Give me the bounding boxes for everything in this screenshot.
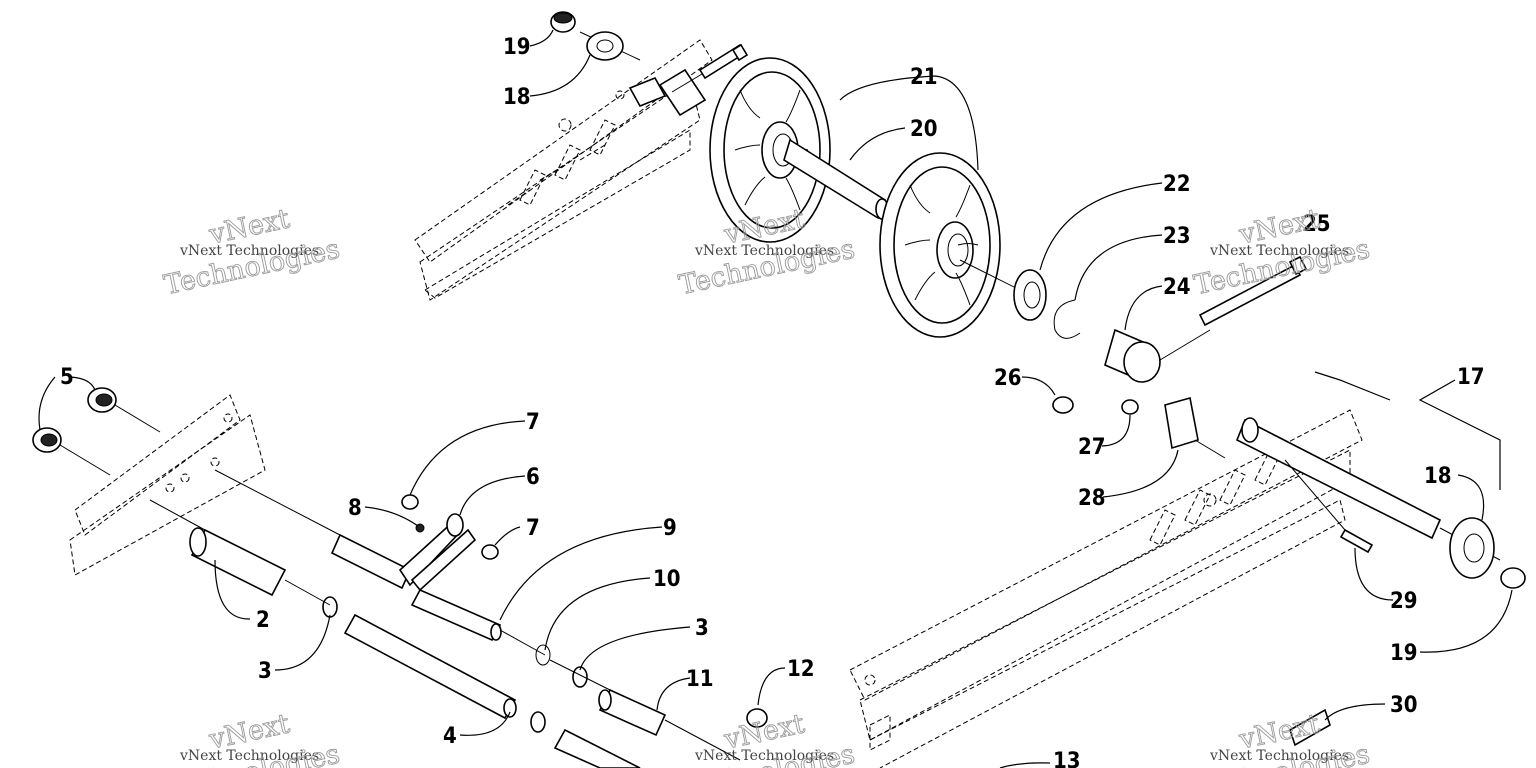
nut-19-top	[550, 11, 576, 33]
hub-18-right	[1449, 517, 1495, 579]
callout-19-right: 19	[1390, 641, 1418, 666]
callout-28: 28	[1078, 486, 1106, 511]
bearing-22	[1013, 269, 1047, 321]
callout-18-right: 18	[1424, 464, 1452, 489]
callout-20: 20	[910, 117, 938, 142]
callout-11: 11	[686, 667, 714, 692]
washer-7-right	[481, 544, 499, 560]
nut-12	[746, 708, 768, 728]
spacer-11	[598, 688, 667, 737]
watermark-6: vNext vNext Technologies Technologies	[1191, 708, 1373, 768]
spacer-2	[189, 527, 287, 597]
callout-8: 8	[348, 496, 362, 521]
washer-3a	[322, 596, 338, 618]
lower-left-rail	[69, 394, 266, 576]
callout-21: 21	[910, 65, 938, 90]
ring-10	[535, 644, 551, 666]
callout-17: 17	[1457, 365, 1485, 390]
callout-24: 24	[1163, 275, 1191, 300]
callout-29: 29	[1390, 589, 1418, 614]
callout-12: 12	[787, 657, 815, 682]
bolt-25	[1198, 255, 1308, 327]
watermark-4: vNext vNext Technologies Technologies	[161, 708, 343, 768]
callout-23: 23	[1163, 224, 1191, 249]
callout-6: 6	[526, 465, 540, 490]
watermark-6-small: vNext Technologies	[1209, 748, 1349, 764]
callout-30: 30	[1390, 693, 1418, 718]
snap-ring-23	[1053, 299, 1081, 339]
callout-25: 25	[1303, 212, 1331, 237]
cap-24	[1104, 328, 1211, 383]
callout-13: 13	[1053, 749, 1081, 768]
callout-7-top: 7	[526, 410, 540, 435]
shaft-17	[1235, 417, 1501, 561]
upper-rail	[414, 31, 749, 301]
callout-4: 4	[443, 724, 457, 749]
block-28	[1164, 396, 1226, 459]
nut-26	[1052, 396, 1074, 414]
watermark-4-small: vNext Technologies	[179, 748, 319, 764]
watermark-2-small: vNext Technologies	[694, 243, 834, 259]
cap-19-right	[1500, 567, 1526, 589]
callout-2: 2	[256, 608, 270, 633]
tube-9	[410, 588, 502, 642]
callout-19-top: 19	[503, 35, 531, 60]
callout-9: 9	[663, 516, 677, 541]
tube-4	[343, 613, 517, 720]
watermark-1-small: vNext Technologies	[179, 243, 319, 259]
part-30	[1289, 708, 1331, 747]
wheel-21-lower	[879, 152, 1041, 338]
washer-18-top	[586, 31, 624, 61]
callout-10: 10	[653, 567, 681, 592]
arm-6	[330, 513, 477, 592]
washer-7-top	[401, 494, 419, 510]
watermark-1: vNext vNext Technologies Technologies	[161, 203, 343, 302]
washer-4b	[530, 711, 546, 733]
leader-lines	[38, 29, 1513, 768]
tube-lower	[553, 728, 641, 768]
callout-27: 27	[1078, 435, 1106, 460]
callout-26: 26	[994, 366, 1022, 391]
caps-5	[32, 387, 161, 476]
callout-5: 5	[60, 365, 74, 390]
bolt-29	[1339, 528, 1374, 554]
washer-3b	[572, 666, 588, 688]
callout-22: 22	[1163, 172, 1191, 197]
callout-labels: 19 18 21 20 22 23 24 25 26 27 28 17 18 1…	[60, 35, 1485, 768]
callout-3-right: 3	[695, 616, 709, 641]
watermark-3-small: vNext Technologies	[1209, 243, 1349, 259]
callout-3-left: 3	[258, 659, 272, 684]
watermark-5-small: vNext Technologies	[694, 748, 834, 764]
callout-7-right: 7	[526, 516, 540, 541]
nut-27	[1121, 399, 1139, 415]
callout-18-top: 18	[503, 85, 531, 110]
axis-lines	[149, 459, 1346, 761]
